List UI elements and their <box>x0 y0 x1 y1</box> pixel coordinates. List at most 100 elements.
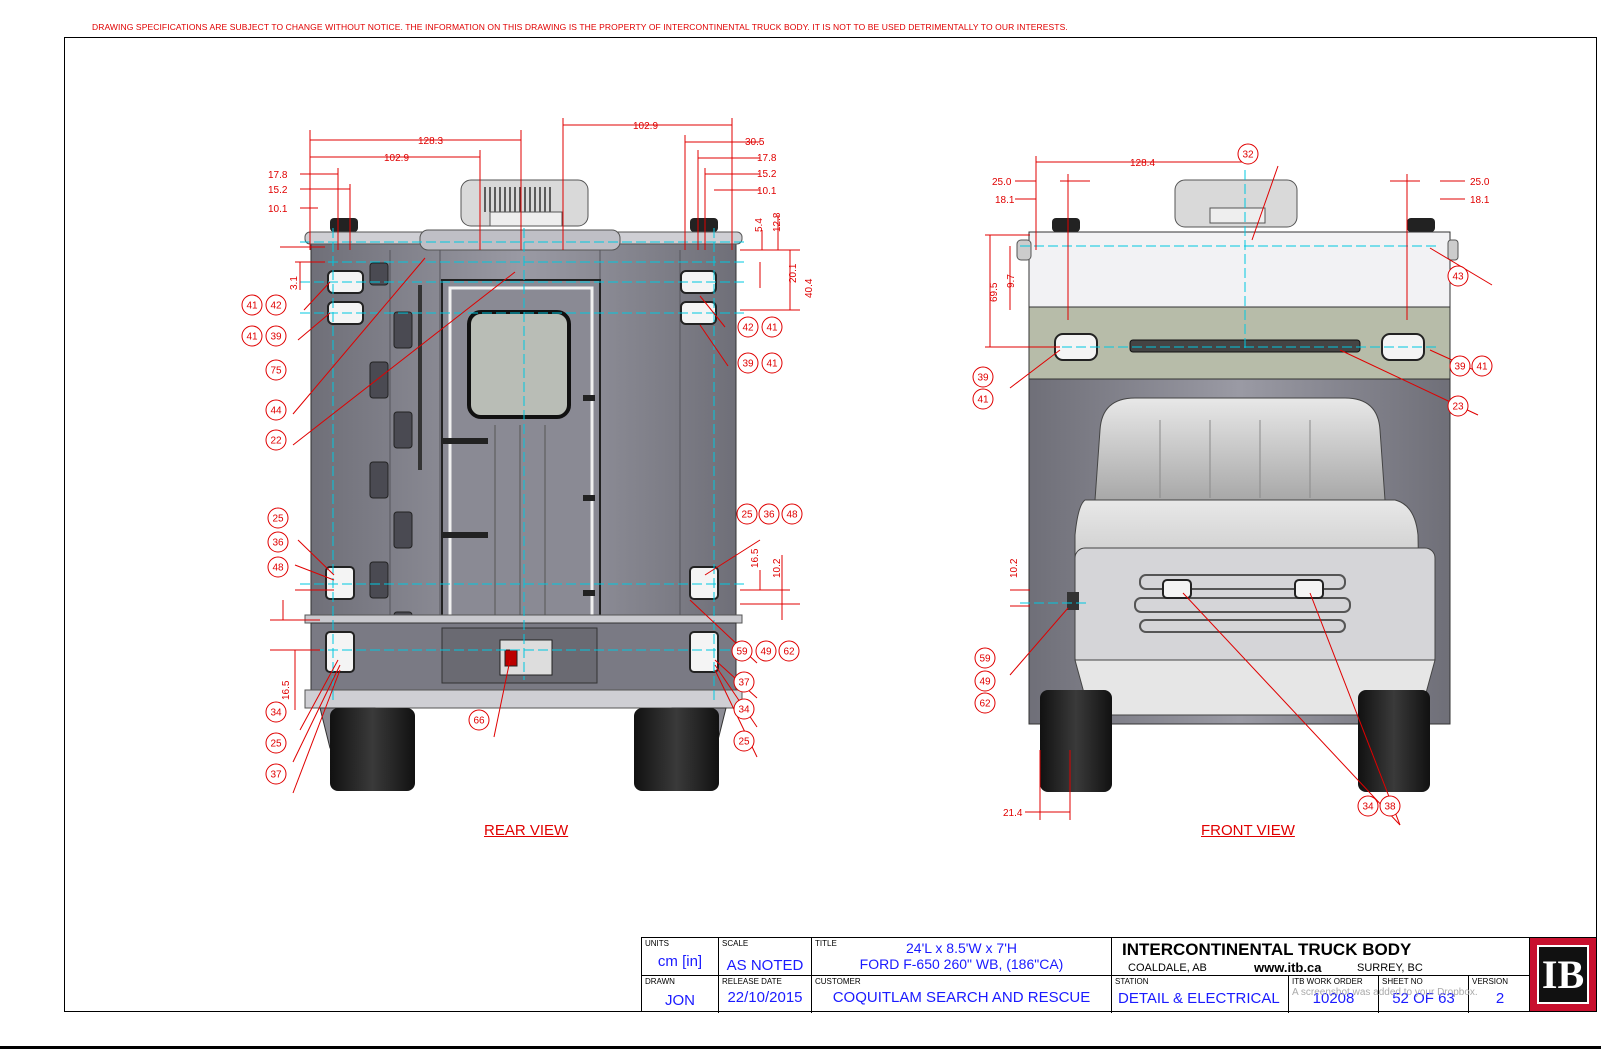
callout-balloon <box>974 647 996 669</box>
dimension-value: 102.9 <box>384 153 409 164</box>
dimension-value: 18.1 <box>995 195 1015 206</box>
dimension-value: 17.8 <box>268 170 288 181</box>
dimension-value: 10.1 <box>268 204 288 215</box>
callout-balloon <box>265 325 287 347</box>
company-cell: INTERCONTINENTAL TRUCK BODY COALDALE, AB… <box>1112 938 1531 976</box>
station-value: DETAIL & ELECTRICAL <box>1118 990 1280 1007</box>
title-line-1: 24'L x 8.5'W x 7'H <box>906 940 1017 956</box>
release-date-cell: RELEASE DATE 22/10/2015 <box>719 976 812 1013</box>
callout-balloon <box>468 709 490 731</box>
callout-number: 25 <box>738 737 750 748</box>
callout-number: 34 <box>1362 802 1374 813</box>
callout-balloon <box>1449 355 1471 377</box>
scale-cell: SCALE AS NOTED <box>719 938 812 976</box>
callout-balloon <box>1447 265 1469 287</box>
units-cell: UNITS cm [in] <box>642 938 719 976</box>
callout-number: 36 <box>763 510 775 521</box>
callout-balloon <box>755 640 777 662</box>
callout-balloon <box>731 640 753 662</box>
callout-number: 66 <box>473 716 485 727</box>
release-date-value: 22/10/2015 <box>727 989 803 1006</box>
version-cell: VERSION 2 <box>1469 976 1531 1013</box>
callout-balloon <box>1379 795 1401 817</box>
callout-balloon <box>265 732 287 754</box>
callout-number: 44 <box>270 406 282 417</box>
callout-balloon <box>267 507 289 529</box>
dimension-value: 10.2 <box>772 558 783 578</box>
disclaimer-text: DRAWING SPECIFICATIONS ARE SUBJECT TO CH… <box>92 22 1068 32</box>
callout-balloon <box>265 399 287 421</box>
dimension-value: 128.4 <box>1130 158 1155 169</box>
callout-number: 25 <box>272 514 284 525</box>
callout-balloon <box>265 763 287 785</box>
drawn-value: JON <box>665 992 695 1009</box>
dimension-value: 40.4 <box>804 278 815 298</box>
callout-balloon <box>778 640 800 662</box>
callout-balloon <box>1357 795 1379 817</box>
callout-balloon <box>1237 143 1259 165</box>
dimension-value: 15.2 <box>757 169 777 180</box>
callout-balloon <box>737 316 759 338</box>
callout-number: 41 <box>246 301 258 312</box>
callout-balloon <box>241 294 263 316</box>
callout-number: 41 <box>246 332 258 343</box>
callout-balloon <box>758 503 780 525</box>
dimension-value: 21.4 <box>1003 808 1023 819</box>
dropbox-notification[interactable]: A screenshot was added to your Dropbox. <box>1292 987 1478 998</box>
dimension-value: 12.8 <box>772 212 783 232</box>
customer-cell: CUSTOMER COQUITLAM SEARCH AND RESCUE <box>812 976 1112 1013</box>
callout-balloon <box>733 730 755 752</box>
location-coaldale: COALDALE, AB <box>1128 962 1207 974</box>
callout-number: 41 <box>1476 362 1488 373</box>
title-block: UNITS cm [in] SCALE AS NOTED TITLE 24'L … <box>641 937 1531 1013</box>
title-line-2: FORD F-650 260" WB, (186"CA) <box>859 956 1064 972</box>
dimension-value: 102.9 <box>633 121 658 132</box>
callout-balloon <box>974 670 996 692</box>
version-value: 2 <box>1495 990 1505 1007</box>
callout-balloon <box>1447 395 1469 417</box>
front-view-label: FRONT VIEW <box>1201 822 1295 839</box>
dimension-value: 128.3 <box>418 136 443 147</box>
callout-number: 59 <box>979 654 991 665</box>
customer-value: COQUITLAM SEARCH AND RESCUE <box>832 989 1091 1006</box>
callout-balloon <box>733 698 755 720</box>
dimension-value: 20.1 <box>788 263 799 283</box>
callout-balloon <box>974 692 996 714</box>
dimension-value: 10.1 <box>757 186 777 197</box>
callout-number: 41 <box>766 323 778 334</box>
callout-number: 37 <box>738 678 750 689</box>
work-order-cell: ITB WORK ORDER 10208 <box>1289 976 1379 1013</box>
dimension-value: 16.5 <box>281 680 292 700</box>
callout-balloon <box>267 531 289 553</box>
callout-balloon <box>781 503 803 525</box>
rear-view-drawing <box>300 179 745 791</box>
dimension-value: 16.5 <box>750 548 761 568</box>
callout-number: 34 <box>738 705 750 716</box>
callout-balloon <box>737 352 759 374</box>
callout-balloon <box>736 503 758 525</box>
callout-number: 48 <box>272 563 284 574</box>
callout-number: 49 <box>760 647 772 658</box>
rear-view-label: REAR VIEW <box>484 822 569 839</box>
callout-number: 42 <box>742 323 754 334</box>
callout-balloon <box>761 352 783 374</box>
scale-value: AS NOTED <box>726 957 804 974</box>
company-name: INTERCONTINENTAL TRUCK BODY <box>1122 940 1412 959</box>
callout-number: 41 <box>766 359 778 370</box>
itb-logo: IB <box>1529 937 1597 1012</box>
callout-balloon <box>265 294 287 316</box>
title-cell: TITLE 24'L x 8.5'W x 7'H FORD F-650 260"… <box>812 938 1112 976</box>
drawn-cell: DRAWN JON <box>642 976 719 1013</box>
callout-balloon <box>265 429 287 451</box>
dimension-values: 128.3 102.9 102.9 30.5 17.8 15.2 10.1 17… <box>268 121 1490 819</box>
dimension-value: 5.4 <box>754 218 765 232</box>
dimension-value: 69.5 <box>989 282 1000 302</box>
callout-balloon <box>267 556 289 578</box>
callout-number: 62 <box>783 647 795 658</box>
callout-number: 23 <box>1452 402 1464 413</box>
front-view-drawing <box>1016 170 1459 792</box>
dimension-value: 25.0 <box>992 177 1012 188</box>
callout-number: 39 <box>742 359 754 370</box>
